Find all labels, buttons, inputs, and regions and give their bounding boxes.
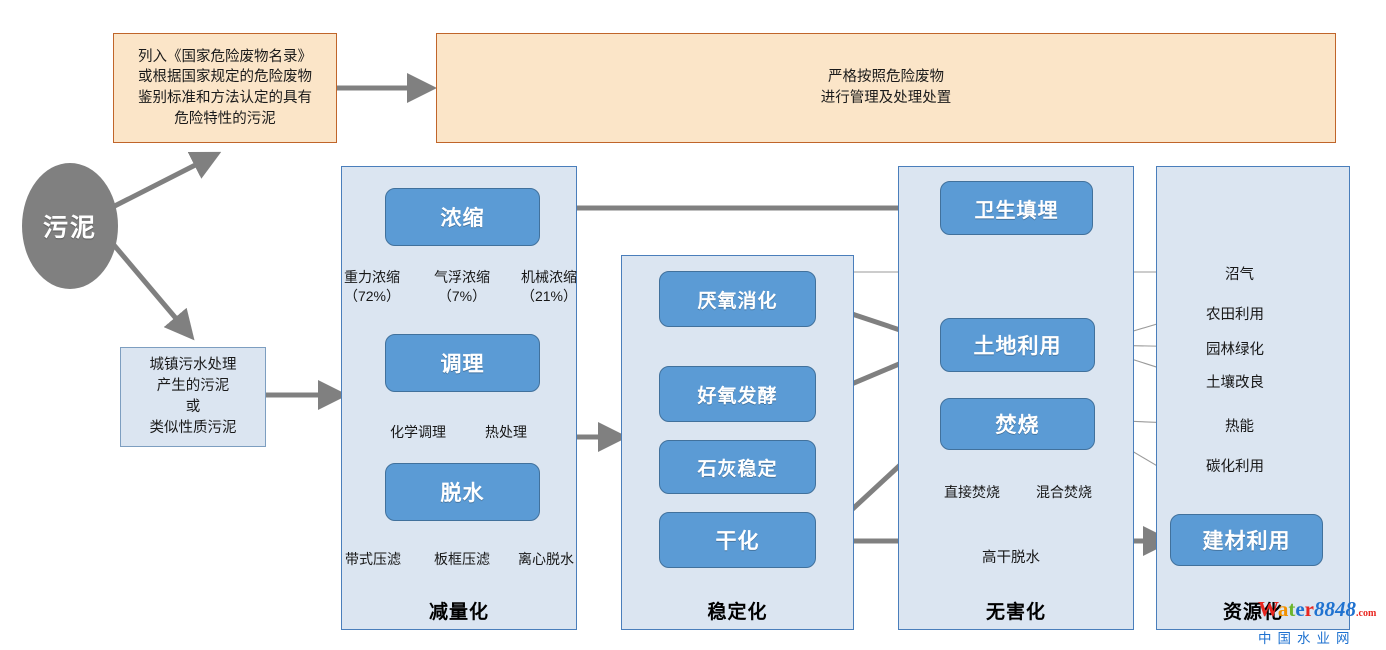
sublabel-mechanical-thickening: 机械浓缩 （21%） [520,269,578,305]
node-land-use-label: 土地利用 [973,335,1062,358]
output-thermal-energy: 热能 [1225,419,1254,435]
node-land-use[interactable]: 土地利用 [940,318,1095,372]
node-dewatering-label: 脱水 [440,482,485,505]
node-lime-stabilization-label: 石灰稳定 [697,458,778,480]
node-anaerobic-digestion[interactable]: 厌氧消化 [659,271,816,327]
node-aerobic-fermentation[interactable]: 好氧发酵 [659,366,816,422]
node-incineration-label: 焚烧 [995,414,1040,437]
watermark-letter-w: W [1258,597,1278,621]
panel-stabilization-title: 稳定化 [707,602,768,623]
node-sanitary-landfill[interactable]: 卫生填埋 [940,181,1093,235]
node-building-material-use[interactable]: 建材利用 [1170,514,1323,566]
output-farmland-use: 农田利用 [1206,307,1264,323]
sublabel-chemical-conditioning: 化学调理 [390,424,446,440]
watermark-text: Water8848.com [1258,598,1384,625]
watermark-number: 8848 [1314,597,1356,621]
node-dewatering[interactable]: 脱水 [385,463,540,521]
watermark-letter-e: e [1295,597,1305,621]
output-soil-improvement: 土壤改良 [1206,375,1264,391]
node-lime-stabilization[interactable]: 石灰稳定 [659,440,816,494]
output-landscaping: 园林绿化 [1206,342,1264,358]
panel-resource-title: 资源化 [1222,602,1283,623]
hazardous-action-box[interactable]: 严格按照危险废物 进行管理及处理处置 [436,33,1336,143]
node-thickening[interactable]: 浓缩 [385,188,540,246]
sublabel-belt-filter-press: 带式压滤 [345,551,401,567]
sublabel-heat-treatment: 热处理 [485,424,527,440]
source-node-sludge[interactable]: 污泥 [22,163,118,289]
output-carbonization-use: 碳化利用 [1206,459,1264,475]
sublabel-centrifugal-dewatering: 离心脱水 [518,551,574,567]
sublabel-plate-frame-press: 板框压滤 [434,551,490,567]
watermark-letter-t: t [1288,597,1296,621]
panel-reduction-title: 减量化 [428,602,489,623]
node-thickening-label: 浓缩 [440,207,485,230]
municipal-sludge-label: 城镇污水处理 产生的污泥 或 类似性质污泥 [149,356,237,437]
sublabel-flotation-thickening: 气浮浓缩 （7%） [434,269,490,305]
watermark: Water8848.com 中国水业网 [1258,598,1384,647]
edge-label-high-dry-dewatering: 高干脱水 [982,550,1040,566]
watermark-dotcom: .com [1356,608,1377,619]
sublabel-gravity-thickening: 重力浓缩 （72%） [343,269,401,305]
watermark-subtitle: 中国水业网 [1258,631,1356,647]
sublabel-direct-incineration: 直接焚烧 [944,484,1000,500]
node-drying[interactable]: 干化 [659,512,816,568]
hazardous-criteria-label: 列入《国家危险废物名录》 或根据国家规定的危险废物 鉴别标准和方法认定的具有 危… [138,48,312,127]
panel-harmless-title: 无害化 [985,602,1046,623]
watermark-letter-a: a [1277,597,1289,621]
hazardous-criteria-box[interactable]: 列入《国家危险废物名录》 或根据国家规定的危险废物 鉴别标准和方法认定的具有 危… [113,33,337,143]
node-conditioning[interactable]: 调理 [385,334,540,392]
node-building-material-use-label: 建材利用 [1202,530,1291,553]
output-biogas: 沼气 [1225,267,1254,283]
municipal-sludge-box[interactable]: 城镇污水处理 产生的污泥 或 类似性质污泥 [120,347,266,447]
node-anaerobic-digestion-label: 厌氧消化 [697,290,778,312]
hazardous-action-label: 严格按照危险废物 进行管理及处理处置 [820,69,952,106]
node-incineration[interactable]: 焚烧 [940,398,1095,450]
node-drying-label: 干化 [715,530,760,553]
node-conditioning-label: 调理 [440,353,485,376]
node-aerobic-fermentation-label: 好氧发酵 [697,385,778,407]
node-sanitary-landfill-label: 卫生填埋 [974,199,1059,222]
source-node-label: 污泥 [42,214,97,242]
watermark-letter-r: r [1304,597,1314,621]
sublabel-co-incineration: 混合焚烧 [1036,484,1092,500]
